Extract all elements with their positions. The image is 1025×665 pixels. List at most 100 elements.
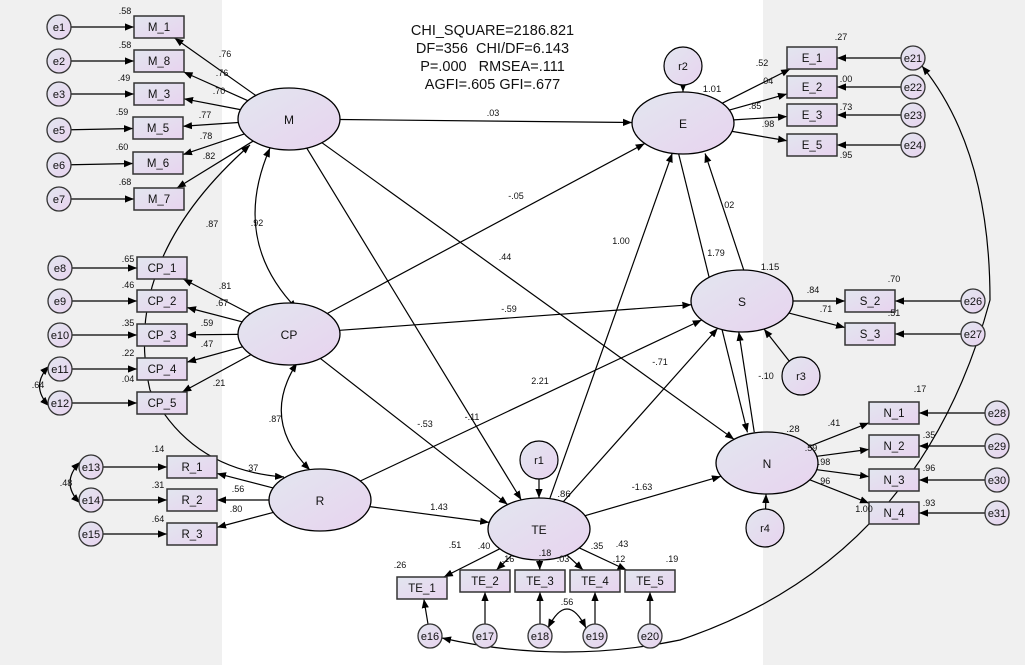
latent-label-te: TE: [531, 523, 546, 537]
r-squared-n-1: .17: [914, 384, 927, 394]
indicator-te-1: [396, 576, 448, 600]
indicator-m-3: [133, 82, 185, 106]
indicator-label-r-3: R_3: [181, 529, 202, 541]
latent-n: [715, 431, 819, 495]
latent-m: [237, 87, 341, 151]
indicator-label-e-2: E_2: [802, 82, 822, 94]
loading-label-m-7: .82: [203, 151, 216, 161]
covariance-label-e11-e12: .64: [32, 380, 45, 390]
indicator-label-te-5: TE_5: [636, 576, 664, 588]
error-e11: [47, 356, 73, 382]
r-squared-e: 1.01: [703, 84, 722, 95]
error-label-e1: e1: [53, 22, 65, 34]
error-e7: [46, 186, 72, 212]
r-squared-m-3: .49: [118, 73, 131, 83]
loading-path-n-2: [816, 446, 870, 457]
loading-path-m-5: [182, 121, 239, 130]
r-squared-cp-3: .35: [122, 318, 135, 328]
latent-label-n: N: [763, 457, 772, 471]
error-label-e26: e26: [964, 296, 982, 308]
indicator-cp-3: [136, 323, 188, 347]
indicator-m-8: [133, 49, 185, 73]
error-label-e21: e21: [904, 53, 922, 65]
indicator-m-6: [132, 151, 184, 175]
error-label-e20: e20: [641, 631, 659, 643]
r-squared-n: .28: [786, 424, 799, 435]
indicator-m-7: [133, 187, 185, 211]
indicator-label-e-3: E_3: [802, 110, 822, 122]
error-label-e24: e24: [904, 140, 922, 152]
path-coef-n-s: -.10: [758, 371, 774, 381]
indicator-label-r-1: R_1: [181, 462, 202, 474]
indicator-label-cp-3: CP_3: [148, 330, 177, 342]
error-label-e8: e8: [54, 263, 66, 275]
error-label-e5: e5: [53, 125, 65, 137]
path-coef-cp-s: -.59: [501, 304, 517, 314]
error-e6: [46, 152, 72, 178]
latent-label-r: R: [316, 494, 325, 508]
loading-path-m-3: [183, 96, 241, 111]
error-e27: [960, 321, 986, 347]
indicator-s-3: [844, 322, 896, 346]
r-squared-m-6: .60: [116, 142, 129, 152]
loading-label-te-3: .18: [539, 548, 552, 558]
error-label-e27: e27: [964, 329, 982, 341]
residual-r3: [781, 356, 821, 396]
loading-label-m-5: .77: [199, 110, 212, 120]
error-e24: [900, 132, 926, 158]
indicator-label-te-4: TE_4: [581, 576, 609, 588]
path-coef-cp-te: -.53: [417, 419, 433, 429]
path-coef-te-s: -.71: [652, 357, 668, 367]
path-coef-r-s: 2.21: [531, 376, 549, 386]
indicator-n-1: [868, 401, 920, 425]
r-squared-r-1: .14: [152, 444, 165, 454]
error-label-e19: e19: [586, 631, 604, 643]
indicator-label-cp-4: CP_4: [148, 364, 177, 376]
loading-path-cp-4: [186, 346, 243, 364]
latent-te: [487, 497, 591, 561]
loading-label-n-2: .59: [805, 443, 818, 453]
indicator-cp-1: [136, 256, 188, 280]
indicator-label-cp-2: CP_2: [148, 296, 177, 308]
latent-cp: [237, 302, 341, 366]
error-label-e29: e29: [988, 441, 1006, 453]
loading-label-cp-5: .21: [213, 378, 226, 388]
error-e21: [900, 45, 926, 71]
indicator-label-m-3: M_3: [148, 89, 170, 101]
r-squared-m-7: .68: [119, 177, 132, 187]
error-label-e14: e14: [82, 495, 100, 507]
error-label-e31: e31: [988, 508, 1006, 520]
indicator-n-3: [868, 468, 920, 492]
indicator-label-s-3: S_3: [860, 329, 880, 341]
loading-path-cp-2: [186, 306, 243, 323]
error-label-e12: e12: [51, 398, 69, 410]
residual-label-r2: r2: [678, 61, 688, 73]
error-label-e10: e10: [51, 330, 69, 342]
r-squared-cp-2: .46: [122, 280, 135, 290]
indicator-label-n-2: N_2: [883, 441, 904, 453]
loading-label-r-1: .37: [246, 463, 259, 473]
error-label-e3: e3: [53, 89, 65, 101]
residual-r4: [745, 508, 785, 548]
latent-label-s: S: [738, 295, 746, 309]
indicator-r-3: [166, 522, 218, 546]
indicator-label-e-1: E_1: [802, 53, 822, 65]
loading-path-m-8: [183, 71, 249, 102]
fit-df: DF=356 CHI/DF=6.143: [415, 41, 570, 57]
loading-label-m-1: .76: [219, 49, 232, 59]
path-coef-e-n: 1.79: [707, 248, 725, 258]
error-e10: [47, 322, 73, 348]
indicator-e-1: [786, 46, 838, 70]
error-label-e23: e23: [904, 110, 922, 122]
loading-path-cp-1: [182, 278, 251, 315]
fit-chi-square: CHI_SQUARE=2186.821: [410, 23, 575, 39]
loading-label-e-5: .98: [762, 119, 775, 129]
indicator-label-m-1: M_1: [148, 22, 170, 34]
error-label-e2: e2: [53, 56, 65, 68]
error-e30: [984, 467, 1010, 493]
covariance-label-e18-e19: .56: [561, 597, 574, 607]
error-label-e15: e15: [82, 529, 100, 541]
path-coef-s-e: .02: [722, 200, 735, 210]
indicator-n-4: [868, 501, 920, 525]
loading-label-n-1: .41: [828, 418, 841, 428]
